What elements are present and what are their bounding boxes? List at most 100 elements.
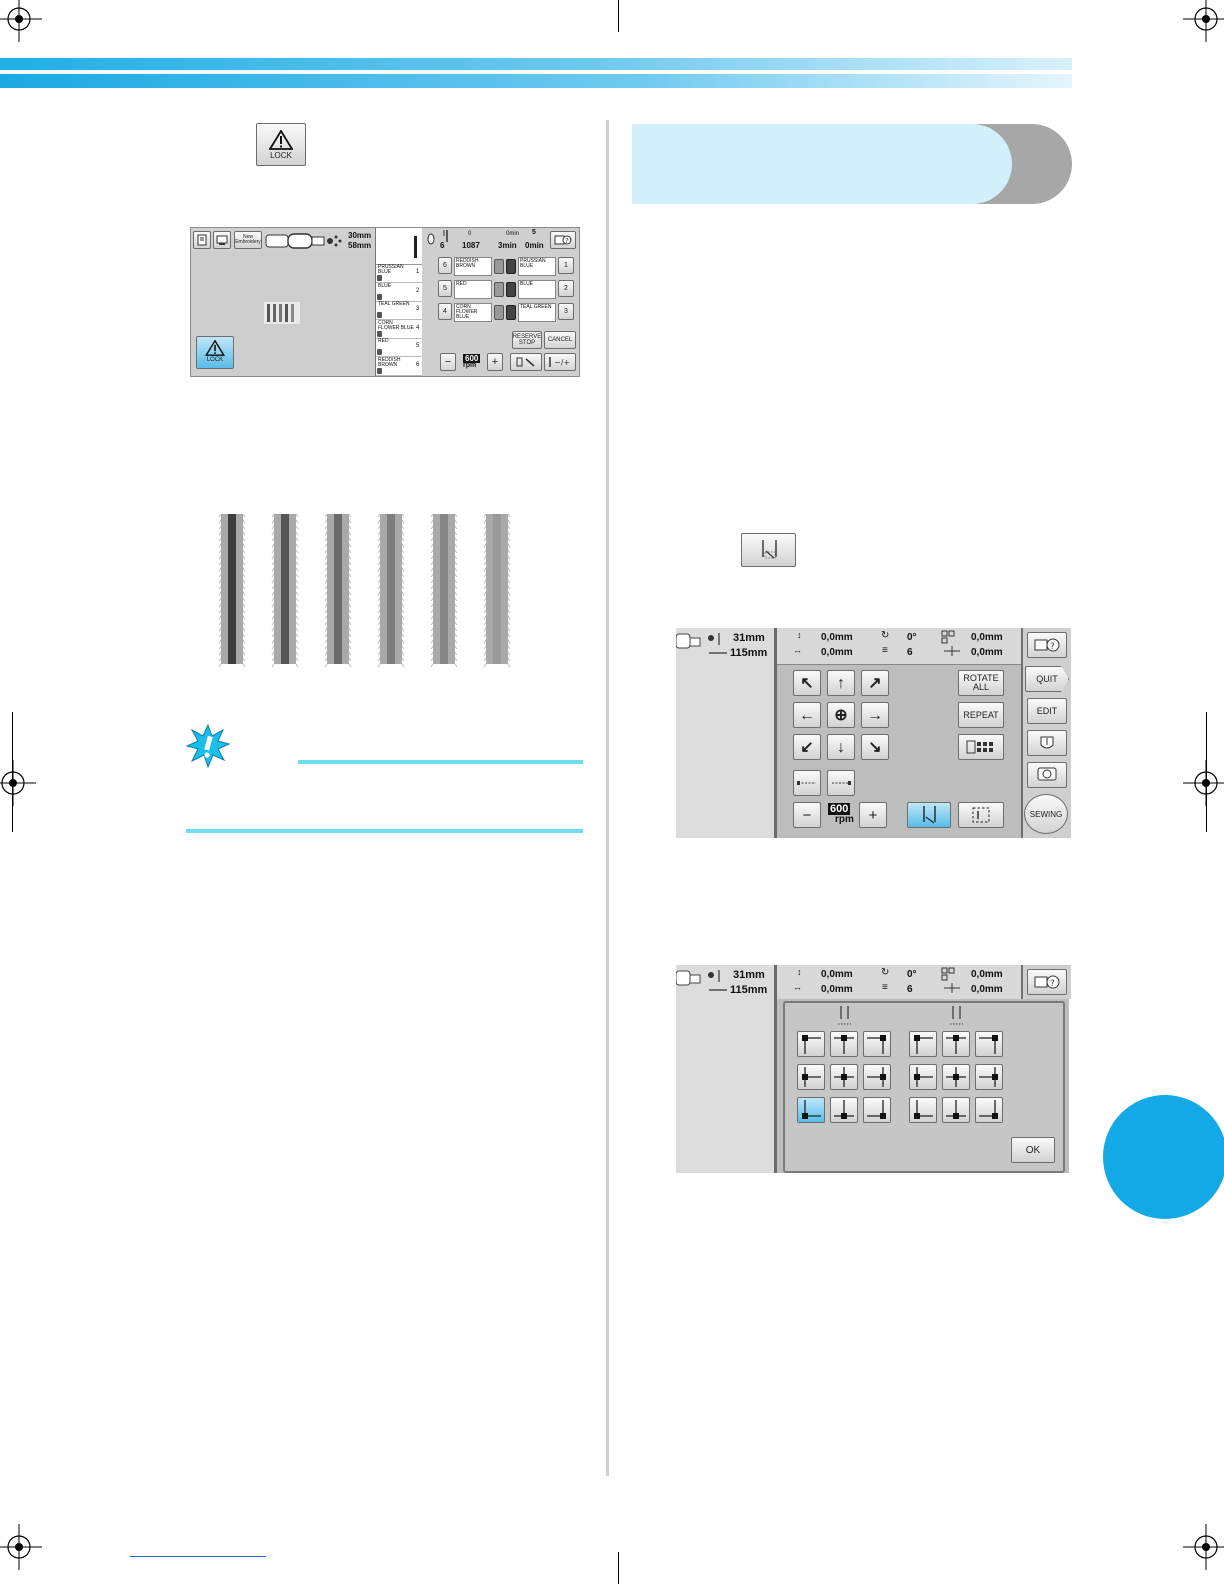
stitch-forward-back-button[interactable]: −/+ (544, 353, 576, 371)
start-bottom-left-button[interactable] (909, 1097, 937, 1123)
color-list-item[interactable]: TEAL GREEN 3 (376, 301, 422, 321)
start-top-right-button[interactable] (975, 1031, 1003, 1057)
border-expand-button[interactable] (827, 770, 855, 796)
start-top-center-button[interactable] (942, 1031, 970, 1057)
start-top-center-button[interactable] (830, 1031, 858, 1057)
multi-color-button[interactable] (958, 734, 1004, 760)
spool-icon (377, 293, 382, 300)
start-center-button[interactable] (830, 1064, 858, 1090)
repeat-button[interactable]: REPEAT (958, 702, 1004, 728)
stitch-stripes-illustration (218, 513, 511, 667)
start-bottom-center-button[interactable] (942, 1097, 970, 1123)
design-height: 115mm (730, 647, 768, 659)
start-top-left-button[interactable] (909, 1031, 937, 1057)
rotate-all-label: ROTATE ALL (963, 673, 999, 692)
color-number: 6 (416, 362, 420, 368)
needle-number-label: 5 (443, 285, 447, 292)
needle-number: 6 (907, 984, 913, 995)
rotate-all-button[interactable]: ROTATE ALL (958, 670, 1004, 696)
move-down-left-button[interactable]: ↙ (793, 734, 821, 760)
frame-icon (676, 633, 701, 649)
trim-line (618, 0, 619, 32)
help-button[interactable]: ? (550, 231, 576, 249)
svg-text:?: ? (565, 237, 569, 245)
arrow-up-left-icon: ↖ (800, 674, 814, 692)
needle-stitch-icon (923, 806, 936, 824)
embroidery-frame-button[interactable] (907, 802, 951, 828)
start-middle-left-button[interactable] (797, 1064, 825, 1090)
sewing-info-button[interactable] (193, 231, 211, 249)
quit-button[interactable]: QUIT (1025, 666, 1069, 692)
speed-minus-button[interactable]: − (440, 353, 456, 371)
border-shrink-button[interactable] (793, 770, 821, 796)
move-up-right-button[interactable]: ↗ (861, 670, 889, 696)
move-right-button[interactable]: → (861, 702, 889, 728)
registration-mark-icon (1183, 760, 1224, 806)
color-list-item[interactable]: RED 5 (376, 338, 422, 358)
start-bottom-center-button[interactable] (830, 1097, 858, 1123)
needle-number-button[interactable]: 1 (558, 257, 574, 274)
color-list-item[interactable]: BLUE 2 (376, 283, 422, 302)
side-command-column: ? QUIT EDIT SEWING (1021, 628, 1071, 838)
start-middle-right-button[interactable] (975, 1064, 1003, 1090)
start-point-middle-right-icon (867, 1067, 886, 1087)
color-list-item[interactable]: CORN FLOWER BLUE 4 (376, 320, 422, 339)
arrow-down-icon: ↓ (837, 738, 845, 756)
move-up-button[interactable]: ↑ (827, 670, 855, 696)
vertical-arrow-icon: ↕ (797, 630, 802, 640)
trim-needle-button[interactable] (510, 353, 542, 371)
speed-plus-label: + (491, 355, 499, 368)
speed-plus-button[interactable]: + (487, 353, 503, 371)
color-list-item[interactable]: PRUSSIAN BLUE 1 (376, 264, 422, 283)
needle-number-button[interactable]: 6 (438, 257, 452, 274)
memory-button[interactable] (1027, 730, 1067, 756)
machine-info-button[interactable] (213, 231, 231, 249)
pocket-save-icon (1040, 736, 1054, 749)
move-down-right-button[interactable]: ↘ (861, 734, 889, 760)
needle-number-button[interactable]: 4 (438, 303, 452, 320)
speed-minus-button[interactable]: − (793, 802, 821, 828)
spool-icon (494, 282, 504, 297)
trim-line (1206, 712, 1207, 832)
move-left-button[interactable]: ← (793, 702, 821, 728)
footer-link-underline (130, 1556, 266, 1557)
cancel-button[interactable]: CANCEL (544, 331, 576, 349)
move-center-button[interactable]: ⊕ (827, 702, 855, 728)
ok-button[interactable]: OK (1011, 1137, 1055, 1163)
color-list-item[interactable]: REDDISH BROWN 6 (376, 357, 422, 376)
start-point-bottom-center-icon (834, 1100, 854, 1119)
speed-plus-button[interactable]: + (859, 802, 887, 828)
help-button[interactable]: ? (1027, 632, 1067, 658)
start-bottom-right-button[interactable] (863, 1097, 891, 1123)
start-top-left-button[interactable] (797, 1031, 825, 1057)
start-bottom-left-button[interactable] (797, 1097, 825, 1123)
time-remaining: 3min (498, 241, 517, 250)
move-up-left-button[interactable]: ↖ (793, 670, 821, 696)
move-down-button[interactable]: ↓ (827, 734, 855, 760)
needle-bar-icon: ≡ (882, 645, 888, 656)
lock-button[interactable]: LOCK (196, 336, 234, 369)
start-bottom-right-button[interactable] (975, 1097, 1003, 1123)
trial-button[interactable] (958, 802, 1004, 828)
needle-row: 4 CORN FLOWER BLUE TEAL GREEN 3 (438, 302, 578, 322)
needle-number-button[interactable]: 3 (558, 303, 574, 320)
start-point-top-left-icon (802, 1035, 821, 1054)
embroidery-frame-key[interactable] (741, 533, 796, 567)
edit-button[interactable]: EDIT (1027, 698, 1067, 724)
help-button[interactable]: ? (1027, 969, 1067, 995)
lock-key[interactable]: LOCK (256, 123, 306, 166)
sewing-button[interactable]: SEWING (1024, 794, 1068, 834)
start-top-right-button[interactable] (863, 1031, 891, 1057)
reserve-stop-button[interactable]: RESERVE STOP (512, 331, 542, 349)
start-middle-right-button[interactable] (863, 1064, 891, 1090)
preview-button[interactable] (1027, 762, 1067, 788)
needle-number-button[interactable]: 5 (438, 280, 452, 297)
stitch-stripe (218, 513, 246, 667)
needle-number-button[interactable]: 2 (558, 280, 574, 297)
rotation-angle: 0° (907, 632, 917, 643)
arrow-left-icon: ← (799, 706, 815, 724)
start-center-button[interactable] (942, 1064, 970, 1090)
start-middle-left-button[interactable] (909, 1064, 937, 1090)
new-embroidery-button[interactable]: New Embroidery (234, 231, 262, 249)
color-number: 4 (416, 324, 420, 331)
